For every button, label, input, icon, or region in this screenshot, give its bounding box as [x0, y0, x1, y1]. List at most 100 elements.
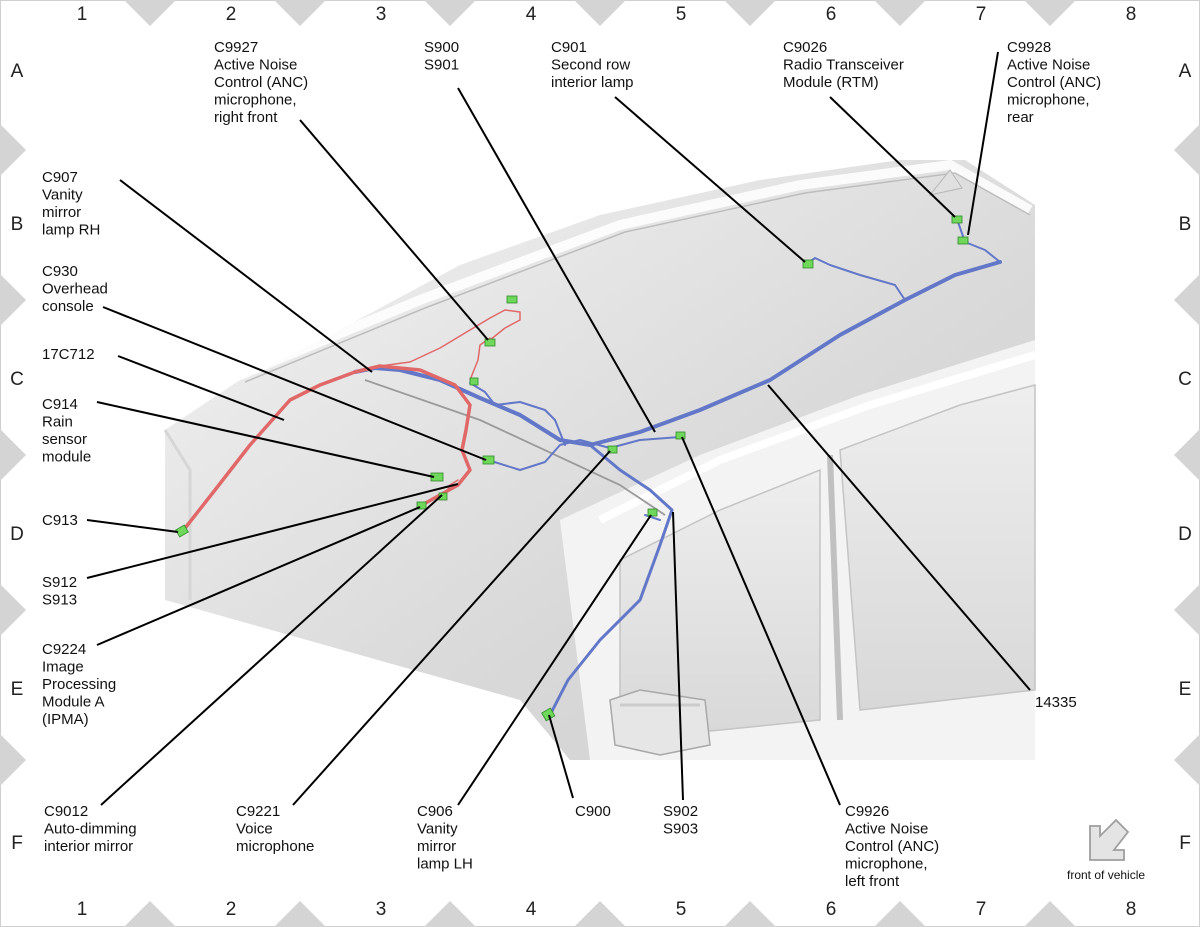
callout-s900-line-0: S900: [424, 39, 459, 56]
connector-c9928: [957, 236, 969, 245]
callout-s912-line-0: S912: [42, 574, 77, 591]
callout-c9927-line-2: Control (ANC): [214, 74, 308, 91]
vehicle-illustration: [163, 159, 1037, 760]
connector-c906: [647, 508, 658, 517]
connector-c930: [482, 455, 495, 465]
border-diamond-bottom-6: [1024, 901, 1076, 927]
grid-col-bottom-7: 7: [976, 899, 987, 920]
callout-c9224-line-0: C9224: [42, 641, 86, 658]
grid-col-top-8: 8: [1126, 4, 1137, 25]
grid-row-right-F: F: [1179, 833, 1191, 854]
callout-c9928-line-1: Active Noise: [1007, 57, 1090, 74]
border-diamond-left-0: [0, 124, 26, 176]
border-diamond-left-4: [0, 734, 26, 786]
border-diamond-bottom-4: [724, 901, 776, 927]
grid-col-bottom-2: 2: [226, 899, 237, 920]
grid-row-right-E: E: [1179, 679, 1192, 700]
connector-c9026: [951, 215, 963, 224]
callout-c9928-line-3: microphone,: [1007, 92, 1090, 109]
border-diamond-top-0: [124, 0, 176, 26]
border-diamond-bottom-3: [574, 901, 626, 927]
callout-s902-line-0: S902: [663, 803, 698, 820]
grid-col-bottom-1: 1: [77, 899, 88, 920]
callout-c901-line-1: Second row: [551, 57, 630, 74]
border-diamond-bottom-1: [274, 901, 326, 927]
callout-c9927-line-4: right front: [214, 109, 278, 126]
border-diamond-right-2: [1174, 429, 1200, 481]
grid-col-top-1: 1: [77, 4, 88, 25]
connector-c901: [802, 259, 814, 269]
callout-c906-line-2: mirror: [417, 838, 456, 855]
border-diamond-bottom-5: [874, 901, 926, 927]
callout-c9026-line-1: Radio Transceiver: [783, 57, 904, 74]
callout-c17c712: 17C712: [42, 346, 95, 363]
border-diamond-top-3: [574, 0, 626, 26]
callout-c907-line-1: Vanity: [42, 187, 83, 204]
border-diamond-right-0: [1174, 124, 1200, 176]
callout-c9224-line-3: Module A: [42, 694, 105, 711]
connector-c9221: [607, 445, 618, 454]
border-diamond-top-1: [274, 0, 326, 26]
callout-c9926-line-2: Control (ANC): [845, 838, 939, 855]
callout-c9221-line-1: Voice: [236, 821, 273, 838]
callout-c9221-line-2: microphone: [236, 838, 314, 855]
callout-c14335: 14335: [1035, 694, 1077, 711]
front-of-vehicle-label: front of vehicle: [1067, 868, 1145, 882]
callout-c901-line-0: C901: [551, 39, 587, 56]
grid-col-top-6: 6: [826, 4, 837, 25]
callout-c914-line-3: module: [42, 449, 91, 466]
grid-col-top-5: 5: [676, 4, 687, 25]
border-diamond-bottom-0: [124, 901, 176, 927]
connector-c9927b: [506, 295, 518, 304]
callout-c907-line-0: C907: [42, 169, 78, 186]
callout-c914-line-0: C914: [42, 396, 78, 413]
callout-s900-line-1: S901: [424, 57, 459, 74]
grid-col-bottom-5: 5: [676, 899, 687, 920]
callout-c914-line-2: sensor: [42, 431, 87, 448]
connector-c913: [175, 524, 189, 538]
connectors: [175, 215, 969, 722]
border-diamond-bottom-2: [424, 901, 476, 927]
grid-row-left-D: D: [10, 524, 24, 545]
callout-c9927-line-0: C9927: [214, 39, 258, 56]
border-diamond-top-6: [1024, 0, 1076, 26]
callout-c9928-line-0: C9928: [1007, 39, 1051, 56]
callout-c9928-line-2: Control (ANC): [1007, 74, 1101, 91]
callout-c9026-line-2: Module (RTM): [783, 74, 879, 91]
connector-c9224: [416, 501, 427, 510]
grid-row-left-E: E: [11, 679, 24, 700]
callout-c913-line-0: C913: [42, 512, 78, 529]
grid-row-left-A: A: [11, 61, 24, 82]
callout-s912-line-1: S913: [42, 592, 77, 609]
callout-c907-line-3: lamp RH: [42, 222, 100, 239]
grid-col-bottom-3: 3: [376, 899, 387, 920]
grid-row-right-D: D: [1178, 524, 1192, 545]
callout-c9928-line-4: rear: [1007, 109, 1034, 126]
callout-s902-line-1: S903: [663, 821, 698, 838]
callout-c9926-line-4: left front: [845, 873, 900, 890]
callout-c9012-line-0: C9012: [44, 803, 88, 820]
arrow-down-left-icon: [1089, 818, 1130, 861]
border-diamond-left-2: [0, 429, 26, 481]
callout-c9927-line-1: Active Noise: [214, 57, 297, 74]
border-diamond-top-2: [424, 0, 476, 26]
grid-row-left-C: C: [10, 369, 24, 390]
leader-lines: [86, 51, 1031, 806]
callout-c906-line-0: C906: [417, 803, 453, 820]
callout-c930-line-0: C930: [42, 263, 78, 280]
callout-c913: C913: [42, 512, 78, 529]
